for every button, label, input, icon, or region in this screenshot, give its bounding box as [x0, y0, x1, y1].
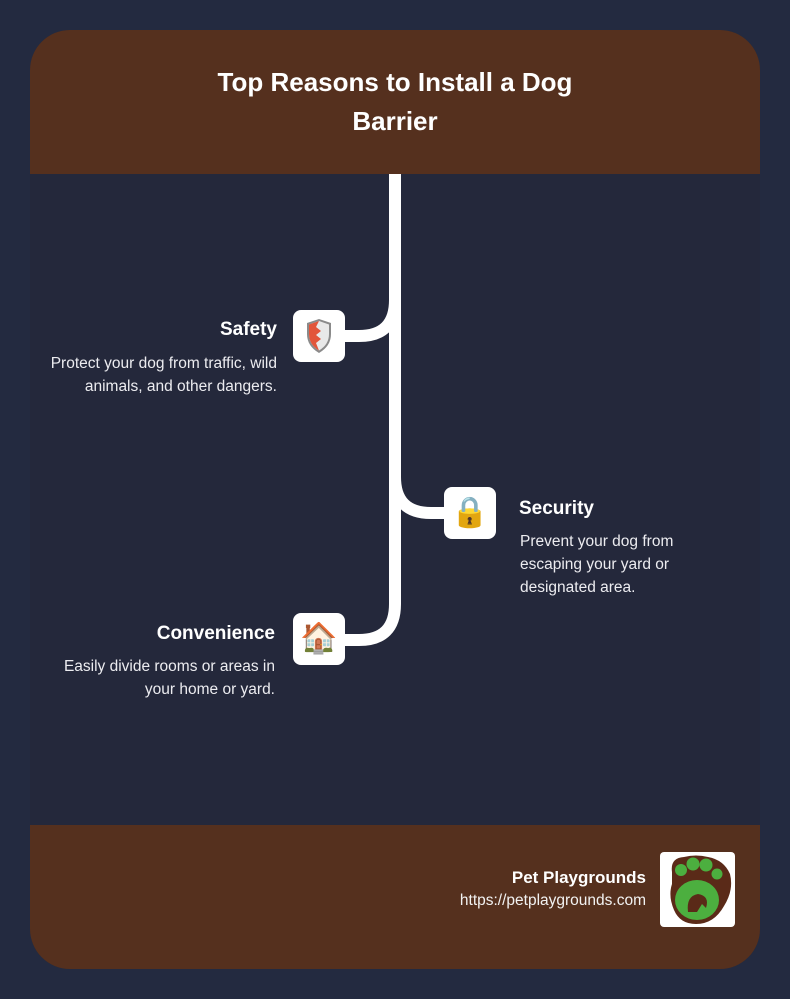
brand-url[interactable]: https://petplaygrounds.com — [459, 892, 646, 909]
house-icon: 🏠 — [293, 613, 345, 665]
paw-logo-icon — [660, 852, 735, 927]
lock-icon: 🔒 — [444, 487, 496, 539]
item-title-security: Security — [519, 498, 594, 519]
timeline-line — [345, 174, 446, 646]
item-desc-security: Prevent your dog from escaping your yard… — [520, 533, 674, 596]
item-title-convenience: Convenience — [156, 623, 275, 644]
footer-banner: Pet Playgrounds https://petplaygrounds.c… — [30, 825, 760, 969]
item-title-safety: Safety — [219, 319, 277, 340]
page-title: Top Reasons to Install a Dog Barrier — [217, 67, 573, 136]
brand-name: Pet Playgrounds — [511, 868, 646, 887]
item-desc-safety: Protect your dog from traffic, wild anim… — [50, 355, 277, 395]
infographic-card: Top Reasons to Install a Dog Barrier Saf… — [30, 30, 760, 969]
item-desc-convenience: Easily divide rooms or areas in your hom… — [63, 658, 275, 698]
shield-icon — [293, 310, 345, 362]
header-banner: Top Reasons to Install a Dog Barrier — [30, 30, 760, 174]
